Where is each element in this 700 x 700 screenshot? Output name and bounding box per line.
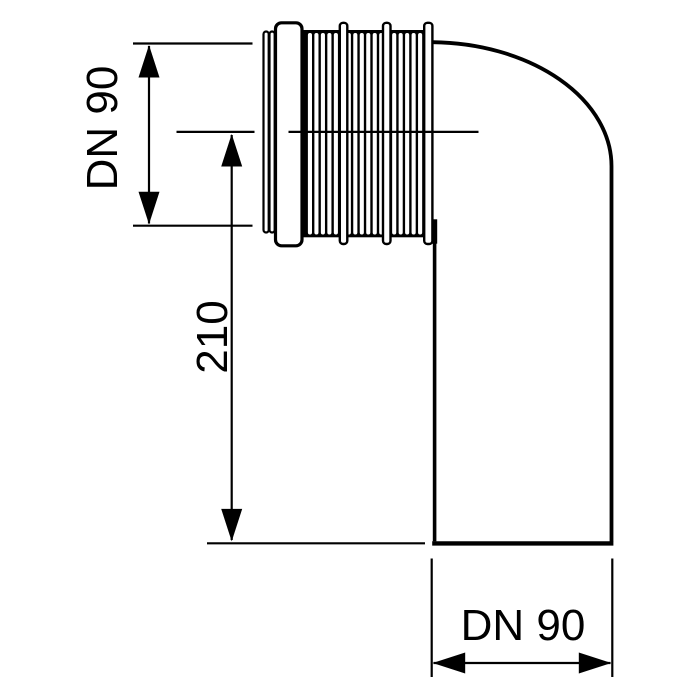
rib-stripe [405,33,410,235]
rib-stripe [411,33,416,235]
rib-stripe [320,33,325,235]
arrowhead-right [578,652,612,674]
collar-band [273,21,304,248]
rib-stripe [327,33,332,235]
rib-stripe [359,33,364,235]
rib-stripe [366,33,371,235]
inlet-diameter-label: DN 90 [78,66,127,191]
rib-stripe [333,33,338,235]
arrowhead-left [432,652,466,674]
elbow-body [430,40,614,546]
rib-stripe [307,33,312,235]
dimension-outlet-dn90: DN 90 [430,558,614,677]
dimension-length-210: 210 [188,134,425,545]
rib-stripe [418,33,423,235]
arrowhead-down [138,191,160,225]
elbow-outer-curve [432,40,614,542]
rib-stripe [314,33,319,235]
dimension-inlet-dn90: DN 90 [78,42,253,227]
tall-rib [423,21,434,246]
tall-rib [381,21,392,246]
end-rib [262,30,270,234]
socket-tab [430,219,438,244]
rib-stripe [353,33,358,235]
arrowhead-up [221,134,243,167]
arrowhead-down [221,508,243,542]
tall-rib [338,21,349,246]
rib-stripe [398,33,403,235]
corrugated-connector [176,21,479,248]
arrowhead-up [138,45,160,78]
rib-stripe [372,33,377,235]
vertical-length-label: 210 [188,300,237,373]
outlet-diameter-label: DN 90 [461,601,586,650]
rib-stripe [392,33,397,235]
